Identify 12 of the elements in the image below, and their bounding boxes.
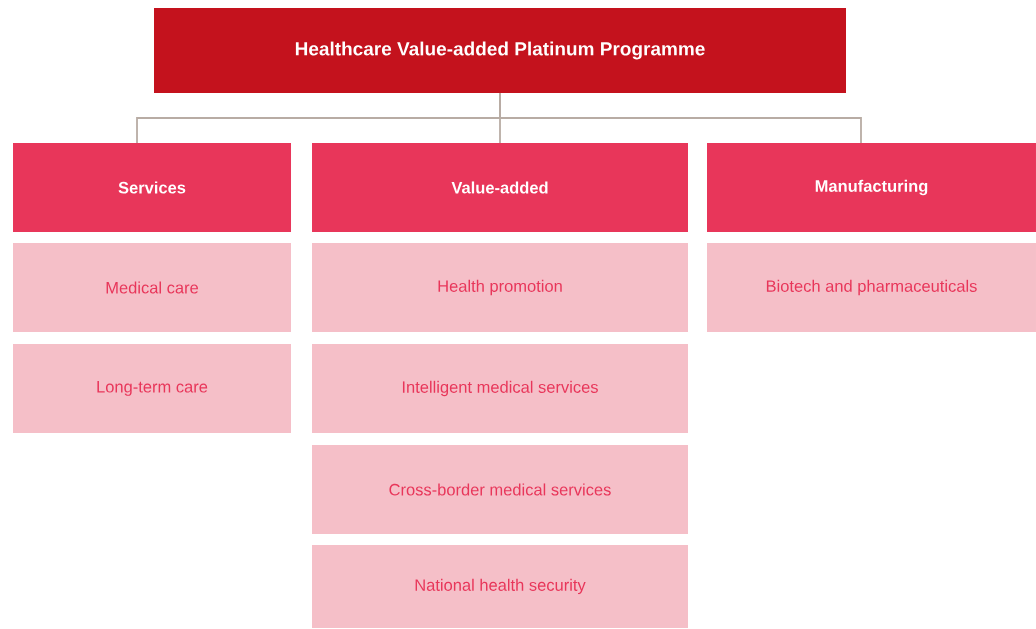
title-box: Healthcare Value-added Platinum Programme bbox=[154, 8, 846, 93]
category-header: Services bbox=[13, 143, 291, 232]
item-box: Intelligent medical services bbox=[312, 344, 688, 433]
item-box: Health promotion bbox=[312, 243, 688, 332]
category-header: Manufacturing bbox=[707, 143, 1036, 232]
item-box: Medical care bbox=[13, 243, 291, 332]
item-box: Long-term care bbox=[13, 344, 291, 433]
item-box: Cross-border medical services bbox=[312, 445, 688, 534]
item-box: National health security bbox=[312, 545, 688, 628]
category-header: Value-added bbox=[312, 143, 688, 232]
item-box: Biotech and pharmaceuticals bbox=[707, 243, 1036, 332]
connector-line bbox=[499, 92, 862, 144]
